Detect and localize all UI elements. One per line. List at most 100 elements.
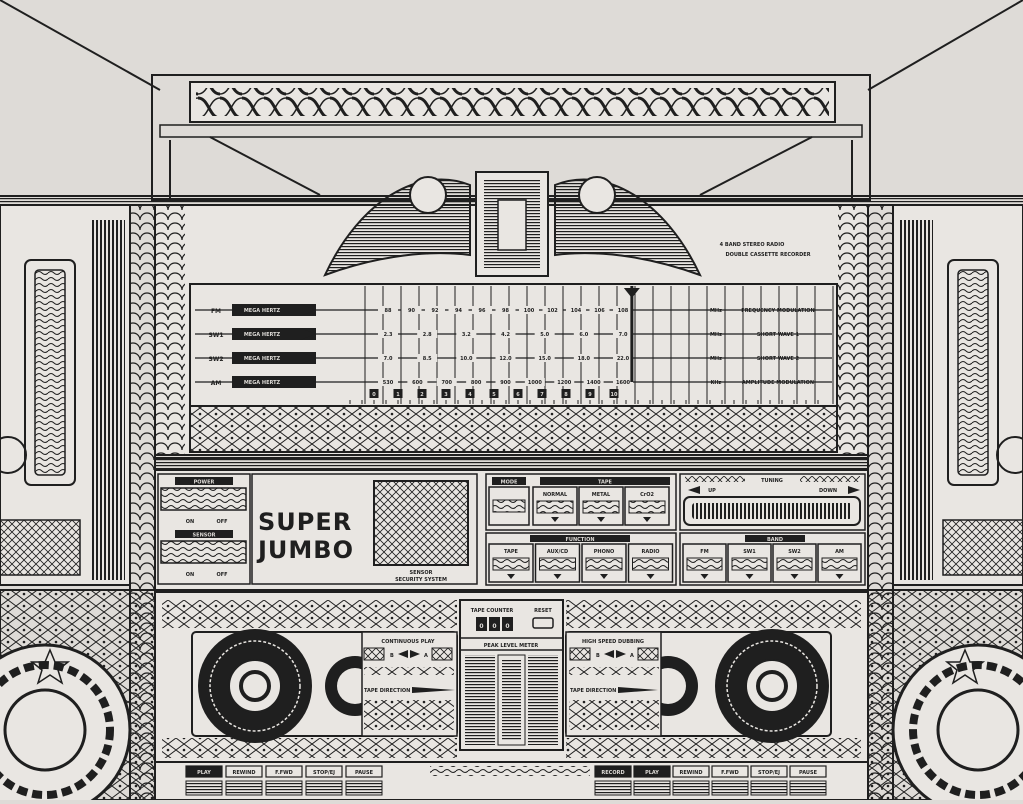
band-label-0: FM — [700, 549, 708, 555]
power-switch[interactable] — [160, 487, 247, 511]
transport-right-rewind-button[interactable]: REWIND — [672, 765, 710, 796]
scale-bg — [534, 330, 555, 338]
carry-handle[interactable] — [151, 74, 871, 201]
tape-label-1: METAL — [592, 492, 611, 498]
band-right-desc-3: AMPLITUDE MODULATION — [742, 380, 814, 386]
band-right-unit-3: KHz — [711, 380, 722, 386]
function-button-3[interactable]: RADIO — [627, 543, 674, 583]
tape-button-2[interactable]: CrO2 — [624, 486, 670, 526]
transport-right-pause-button[interactable]: PAUSE — [789, 765, 827, 796]
security-line1: SENSOR — [410, 570, 433, 576]
scale-marker-box — [537, 389, 547, 398]
security-line2: SECURITY SYSTEM — [395, 577, 447, 583]
panel-scallop-right — [838, 205, 868, 455]
counter-digit-box — [502, 617, 513, 631]
scale-value: 10.0 — [460, 356, 473, 362]
deck-right-a-button[interactable] — [637, 647, 659, 661]
function-button-1[interactable]: AUX/CD — [534, 543, 581, 583]
deck-right-b-button[interactable] — [569, 647, 591, 661]
scale-value: 1200 — [557, 380, 571, 386]
scale-marker-1: 1 — [396, 392, 400, 398]
meter-label: PEAK LEVEL METER — [484, 643, 539, 649]
scale-value: 2.8 — [423, 332, 432, 338]
band-label: BAND — [767, 537, 783, 543]
sensor-switch[interactable] — [160, 540, 247, 564]
band-button-0[interactable]: FM — [682, 543, 727, 583]
scale-bg — [495, 378, 516, 386]
scale-value: 900 — [500, 380, 511, 386]
tuning-slider[interactable] — [683, 496, 861, 526]
scale-value: 8.5 — [423, 356, 432, 362]
function-button-0[interactable]: TAPE — [488, 543, 534, 583]
reset-button[interactable] — [532, 617, 554, 629]
band-button-1[interactable]: SW1 — [727, 543, 772, 583]
transport-right-ffwd-button[interactable]: F.FWD — [711, 765, 749, 796]
transport-right-record-button[interactable]: RECORD — [594, 765, 632, 796]
scale-bg — [495, 330, 516, 338]
deck-left-title: CONTINUOUS PLAY — [381, 639, 435, 645]
eagle-emblem — [323, 171, 702, 277]
scale-bg — [613, 354, 633, 362]
scale-marker-box — [465, 389, 475, 398]
scale-value: 1000 — [528, 380, 542, 386]
counter-digit-box — [476, 617, 487, 631]
transport-right-play-button[interactable]: PLAY — [633, 765, 671, 796]
tape-button-0[interactable]: NORMAL — [532, 486, 578, 526]
meter-right-bars — [528, 655, 558, 745]
dial-grid — [349, 286, 834, 404]
transport-left-ffwd-button[interactable]: F.FWD — [265, 765, 303, 796]
scale-value: 6.0 — [579, 332, 588, 338]
deck-left-a-button[interactable] — [431, 647, 453, 661]
scale-value: 3.2 — [462, 332, 471, 338]
scale-bg — [448, 306, 469, 314]
band-arrow-icon — [300, 304, 316, 316]
band-right-desc-0: FREQUENCY MODULATION — [741, 308, 814, 314]
band-button-2[interactable]: SW2 — [772, 543, 817, 583]
transport-right-label-5: PAUSE — [799, 770, 818, 776]
scale-value: 18.0 — [578, 356, 591, 362]
scale-value: 800 — [471, 380, 482, 386]
transport-left-play-button[interactable]: PLAY — [185, 765, 223, 796]
band-arrow-icon — [300, 376, 316, 388]
band-button-3[interactable]: AM — [817, 543, 862, 583]
deck-left-b-button[interactable] — [363, 647, 385, 661]
tuning-label: TUNING — [761, 478, 783, 484]
counter-digit-0: 0 — [479, 623, 483, 630]
deck-left-direction-label: TAPE DIRECTION — [364, 688, 410, 694]
counter-digit-2: 0 — [505, 623, 509, 630]
deck-right-divider — [569, 667, 659, 675]
scale-value: 94 — [455, 308, 462, 314]
header-line2: DOUBLE CASSETTE RECORDER — [725, 252, 810, 258]
deck-right-pattern — [566, 600, 861, 628]
transport-left-label-2: F.FWD — [275, 770, 293, 776]
deck-left-pattern — [162, 600, 457, 628]
function-button-2[interactable]: PHONO — [581, 543, 627, 583]
tuning-needle[interactable] — [623, 286, 640, 382]
transport-left-stopej-button[interactable]: STOP/EJ — [305, 765, 343, 796]
scale-value: 104 — [571, 308, 582, 314]
mode-label: MODE — [501, 480, 518, 486]
scale-value: 15.0 — [538, 356, 551, 362]
scale-marker-box — [585, 389, 595, 398]
transport-right-stopej-button[interactable]: STOP/EJ — [750, 765, 788, 796]
scale-value: 12.0 — [499, 356, 512, 362]
strap-line-left — [0, 0, 161, 91]
transport-left-rewind-button[interactable]: REWIND — [225, 765, 263, 796]
transport-left-label-1: REWIND — [233, 770, 256, 776]
scale-marker-box — [561, 389, 571, 398]
scale-marker-box — [369, 389, 379, 398]
band-unit-3: MEGA HERTZ — [244, 380, 281, 386]
scale-bg — [436, 378, 457, 386]
transport-right-label-3: F.FWD — [721, 770, 739, 776]
deck-left-pattern-bottom — [162, 738, 457, 758]
tape-button-1[interactable]: METAL — [578, 486, 624, 526]
scale-bg — [573, 354, 594, 362]
band-unit-1: MEGA HERTZ — [244, 332, 281, 338]
band-name-0: FM — [211, 308, 221, 315]
band-unit-0: MEGA HERTZ — [244, 308, 281, 314]
transport-left-pause-button[interactable]: PAUSE — [345, 765, 383, 796]
